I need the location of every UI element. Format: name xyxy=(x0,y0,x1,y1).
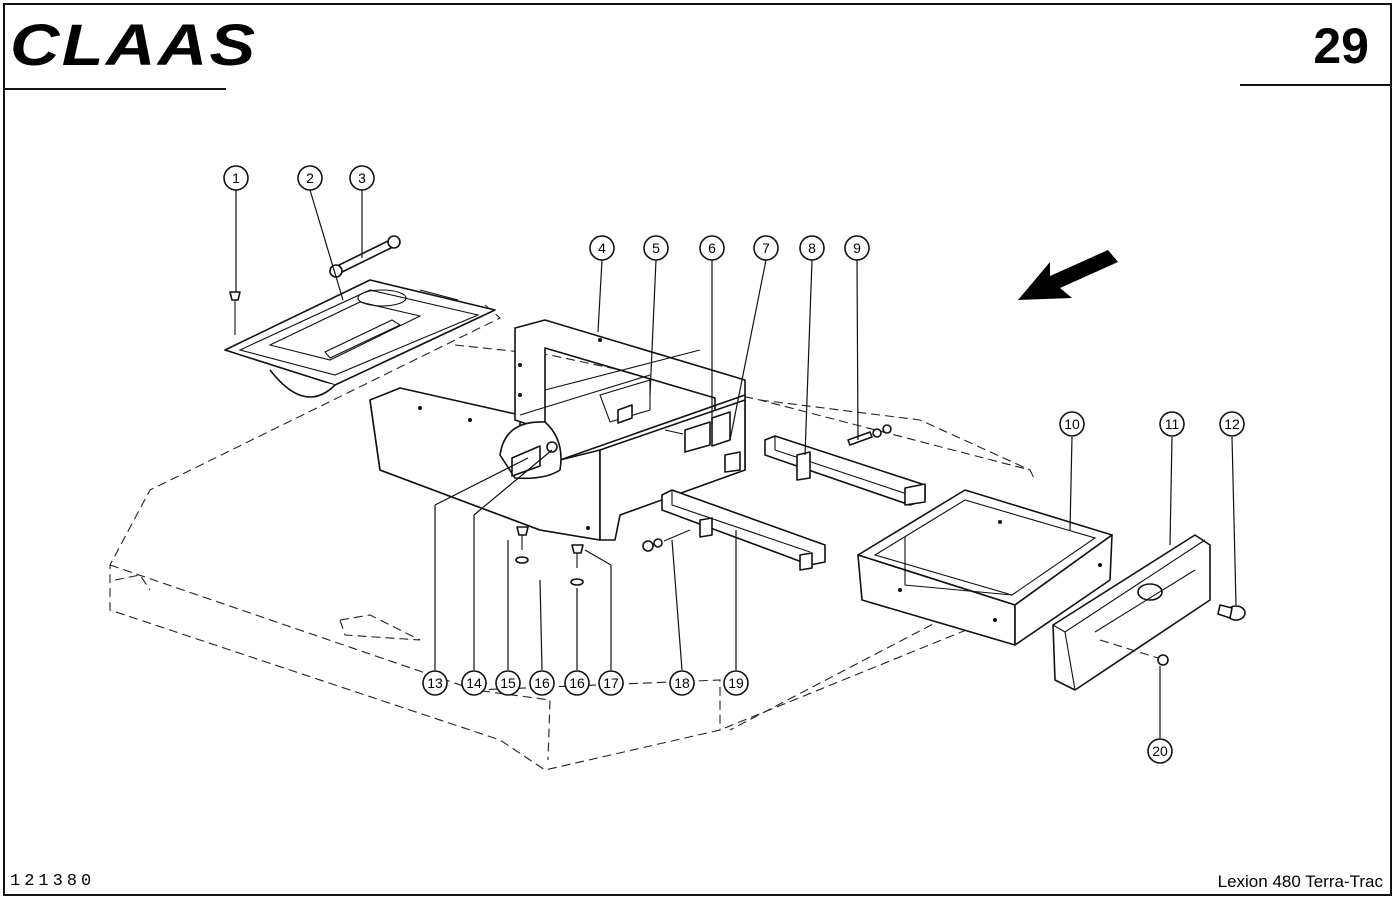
callout-19: 19 xyxy=(723,670,749,696)
header-left-rule xyxy=(3,88,226,90)
callout-11: 11 xyxy=(1159,411,1185,437)
box-lid xyxy=(1052,534,1211,691)
nut-washer xyxy=(642,529,691,552)
screw xyxy=(229,291,241,335)
callout-17: 17 xyxy=(598,670,624,696)
callout-12: 12 xyxy=(1219,411,1245,437)
leader-lines xyxy=(235,189,1237,738)
sheet-border xyxy=(3,3,1392,896)
svg-text:20: 20 xyxy=(1152,743,1168,759)
svg-text:16: 16 xyxy=(569,675,585,691)
callout-5: 5 xyxy=(643,235,669,261)
brand-logo: CLAAS xyxy=(10,16,255,76)
page-number: 29 xyxy=(1313,18,1369,74)
travel-direction-arrow-icon xyxy=(1018,250,1118,300)
svg-text:2: 2 xyxy=(306,170,314,186)
callout-13: 13 xyxy=(422,670,448,696)
svg-text:1: 1 xyxy=(232,170,240,186)
lock-nut xyxy=(1099,639,1169,666)
header-right-rule xyxy=(1240,84,1390,86)
callout-20: 20 xyxy=(1147,738,1173,764)
svg-text:7: 7 xyxy=(762,240,770,256)
lock-cylinder xyxy=(1217,604,1246,621)
callout-3: 3 xyxy=(349,165,375,191)
callout-9: 9 xyxy=(844,235,870,261)
callout-10: 10 xyxy=(1059,411,1085,437)
callout-14: 14 xyxy=(461,670,487,696)
model-name: Lexion 480 Terra-Trac xyxy=(1217,872,1383,891)
svg-text:10: 10 xyxy=(1064,416,1080,432)
svg-text:4: 4 xyxy=(598,240,606,256)
document-id: 121380 xyxy=(10,872,96,891)
storage-box xyxy=(857,489,1113,646)
callout-6: 6 xyxy=(699,235,725,261)
lower-rail xyxy=(661,489,826,571)
svg-text:9: 9 xyxy=(853,240,861,256)
wrench xyxy=(329,235,401,278)
svg-text:14: 14 xyxy=(466,675,482,691)
svg-text:11: 11 xyxy=(1165,416,1180,432)
cover-plate xyxy=(224,279,496,398)
callout-7: 7 xyxy=(753,235,779,261)
svg-text:12: 12 xyxy=(1224,416,1240,432)
small-bracket xyxy=(664,411,741,473)
callout-balloons: 1 2 3 4 5 6 7 8 9 xyxy=(223,165,1245,764)
callout-2: 2 xyxy=(297,165,323,191)
svg-text:6: 6 xyxy=(708,240,716,256)
callout-1: 1 xyxy=(223,165,249,191)
callout-18: 18 xyxy=(669,670,695,696)
svg-text:8: 8 xyxy=(808,240,816,256)
svg-text:15: 15 xyxy=(500,675,516,691)
callout-4: 4 xyxy=(589,235,615,261)
svg-text:16: 16 xyxy=(534,675,550,691)
callout-16-a: 16 xyxy=(529,670,555,696)
bolt-set xyxy=(847,424,892,446)
callout-15: 15 xyxy=(495,670,521,696)
vertical-bolts xyxy=(515,526,584,586)
svg-text:13: 13 xyxy=(427,675,443,691)
svg-text:17: 17 xyxy=(603,675,619,691)
callout-16-b: 16 xyxy=(564,670,590,696)
brand-logo-text: CLAAS xyxy=(10,13,258,78)
svg-text:5: 5 xyxy=(652,240,660,256)
svg-text:18: 18 xyxy=(674,675,690,691)
callout-8: 8 xyxy=(799,235,825,261)
svg-text:19: 19 xyxy=(728,675,744,691)
svg-text:3: 3 xyxy=(358,170,366,186)
support-rail xyxy=(764,435,926,506)
